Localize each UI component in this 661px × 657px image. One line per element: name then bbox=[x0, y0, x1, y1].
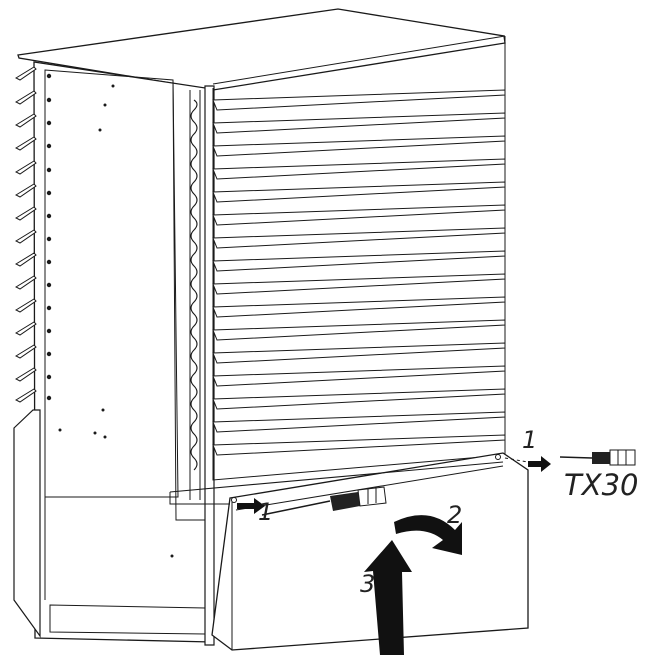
curved-arrow-icon bbox=[394, 515, 462, 555]
pull-arrow-icon bbox=[237, 498, 265, 514]
pull-arrow-icon bbox=[528, 456, 551, 472]
front-frame bbox=[204, 85, 215, 646]
step-3-callout: 3 bbox=[360, 570, 376, 598]
front-louvers bbox=[212, 89, 506, 456]
step-2-callout: 2 bbox=[447, 501, 463, 529]
tool-label: TX30 bbox=[564, 468, 639, 502]
screwdriver-icon bbox=[559, 449, 636, 466]
screwdriver-icon bbox=[261, 486, 387, 516]
up-arrow-icon bbox=[364, 540, 412, 655]
bottom-front-panel bbox=[169, 452, 529, 651]
step-1-callout-left: 1 bbox=[258, 498, 274, 526]
step-1-callout-right: 1 bbox=[522, 426, 538, 454]
coil-column bbox=[190, 99, 198, 471]
left-side-panel bbox=[13, 61, 213, 643]
